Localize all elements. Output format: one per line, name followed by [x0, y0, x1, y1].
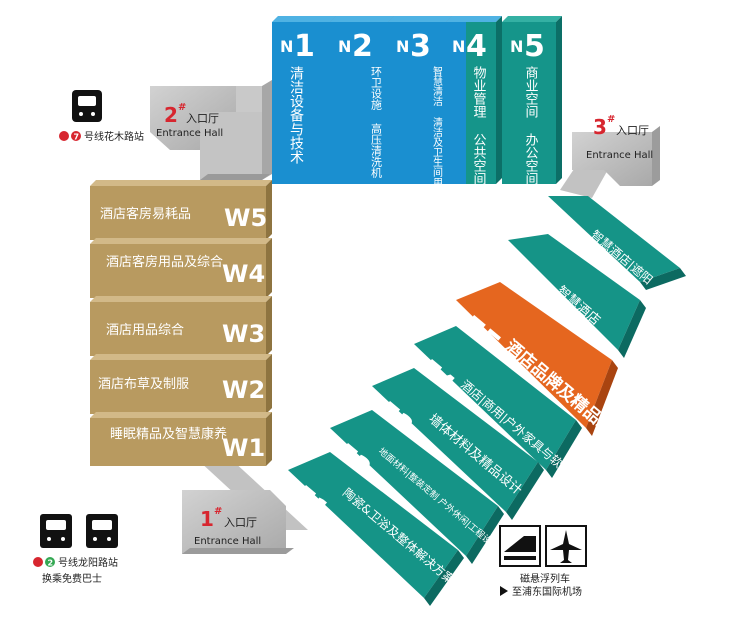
hall-n4-label: 物业管理 公共空间 [471, 66, 487, 185]
entrance-3-en: Entrance Hall [586, 150, 653, 161]
west-halls: 酒店客房易耗品 W5 酒店客房用品及综合 W4 酒店用品综合 W3 酒店布草及制… [90, 180, 272, 466]
hall-w1-code: W1 [222, 434, 265, 462]
line2-number: 2 [48, 559, 54, 568]
hall-n5[interactable]: N 5 商业空间 办公空间 [502, 16, 562, 185]
hall-n1-letter: N [280, 37, 293, 56]
hall-n4[interactable]: N 4 物业管理 公共空间 [446, 16, 502, 185]
line7-station-label: 号线花木路站 [84, 130, 144, 143]
east-halls: E7 智慧酒店|遮阳 E6 智慧酒店 E5 酒店品牌及精品综合 E4 酒店|商用… [288, 196, 686, 606]
maglev-label: 磁悬浮列车 [520, 572, 570, 585]
hall-w2[interactable]: 酒店布草及制服 W2 [90, 354, 272, 414]
hall-n1-number: 1 [294, 29, 315, 64]
hall-w3-code: W3 [222, 320, 265, 348]
entrance-2-cn: 入口厅 [186, 112, 219, 125]
bus-icon [86, 514, 118, 548]
hall-w4[interactable]: 酒店客房用品及综合 W4 [90, 238, 272, 298]
hall-w5-code: W5 [224, 204, 267, 232]
entrance-1-mark: # [214, 506, 222, 517]
airplane-icon [545, 525, 587, 567]
hall-w3-label: 酒店用品综合 [106, 323, 184, 338]
entrance-3-cn: 入口厅 [616, 124, 649, 137]
free-bus-label: 换乘免费巴士 [42, 572, 102, 585]
hall-n5-number: 5 [524, 29, 545, 64]
maglev-destination-label: 至浦东国际机场 [512, 585, 582, 598]
hall-n2[interactable]: N 2 环卫设施 高压清洗机 清洁设备及配件 [330, 16, 394, 269]
hall-w1-label: 睡眠精品及智慧康养 [110, 426, 227, 442]
entrance-1-number: 1 [200, 507, 214, 531]
metro-line2-legend: 2 号线龙阳路站 换乘免费巴士 [33, 514, 118, 585]
entrance-hall-1[interactable]: 1 # 入口厅 Entrance Hall [182, 490, 294, 554]
entrance-hall-3[interactable]: 3 # 入口厅 Entrance Hall [572, 114, 660, 186]
hall-w5-label: 酒店客房易耗品 [100, 206, 191, 222]
entrance-1-cn: 入口厅 [224, 516, 257, 529]
hall-w2-code: W2 [222, 376, 265, 404]
metro-train-icon [40, 514, 72, 548]
hall-n1[interactable]: N 1 清洁设备与技术 [272, 16, 336, 184]
line7-number: 7 [74, 133, 80, 142]
metro-train-icon [72, 90, 102, 122]
hall-n5-letter: N [510, 37, 523, 56]
hall-n1-label: 清洁设备与技术 [288, 66, 304, 164]
entrance-2-en: Entrance Hall [156, 128, 223, 139]
entrance-1-en: Entrance Hall [194, 536, 261, 547]
line2-station-label: 号线龙阳路站 [58, 556, 118, 569]
hall-w3[interactable]: 酒店用品综合 W3 [90, 296, 272, 356]
hall-w4-label: 酒店客房用品及综合 [106, 254, 223, 270]
entrance-2-number: 2 [164, 103, 178, 127]
hall-w4-code: W4 [222, 260, 265, 288]
hall-n4-number: 4 [466, 29, 487, 64]
hall-n3-label: 智慧清洁 清洁及卫生间用品 室内环境 洗涤 [431, 65, 443, 279]
maglev-train-icon [499, 525, 541, 567]
hall-n2-letter: N [338, 37, 351, 56]
hall-w2-label: 酒店布草及制服 [98, 377, 189, 392]
entrance-2-mark: # [178, 102, 186, 113]
hall-n3[interactable]: N 3 智慧清洁 清洁及卫生间用品 室内环境 洗涤 [388, 16, 452, 279]
hall-n2-label: 环卫设施 高压清洗机 清洁设备及配件 [370, 66, 383, 269]
north-halls: N 1 清洁设备与技术 N 2 环卫设施 高压清洗机 清洁设备及配件 N 3 智… [272, 16, 562, 279]
hall-n5-label: 商业空间 办公空间 [523, 66, 539, 185]
metro-logo-icon [33, 557, 43, 567]
arrow-icon [500, 586, 508, 596]
entrance-hall-2[interactable]: 2 # 入口厅 Entrance Hall [150, 86, 270, 180]
hall-w1[interactable]: 睡眠精品及智慧康养 W1 [90, 412, 272, 466]
entrance-3-number: 3 [593, 115, 607, 139]
entrance-3-mark: # [607, 114, 615, 125]
hall-n2-number: 2 [352, 29, 373, 64]
metro-logo-icon [59, 131, 69, 141]
hall-n4-letter: N [452, 37, 465, 56]
hall-n3-number: 3 [410, 29, 431, 64]
hall-w5[interactable]: 酒店客房易耗品 W5 [90, 180, 272, 240]
maglev-legend: 磁悬浮列车 至浦东国际机场 [499, 525, 587, 598]
metro-line7-legend: 7 号线花木路站 [59, 90, 144, 143]
hall-n3-letter: N [396, 37, 409, 56]
